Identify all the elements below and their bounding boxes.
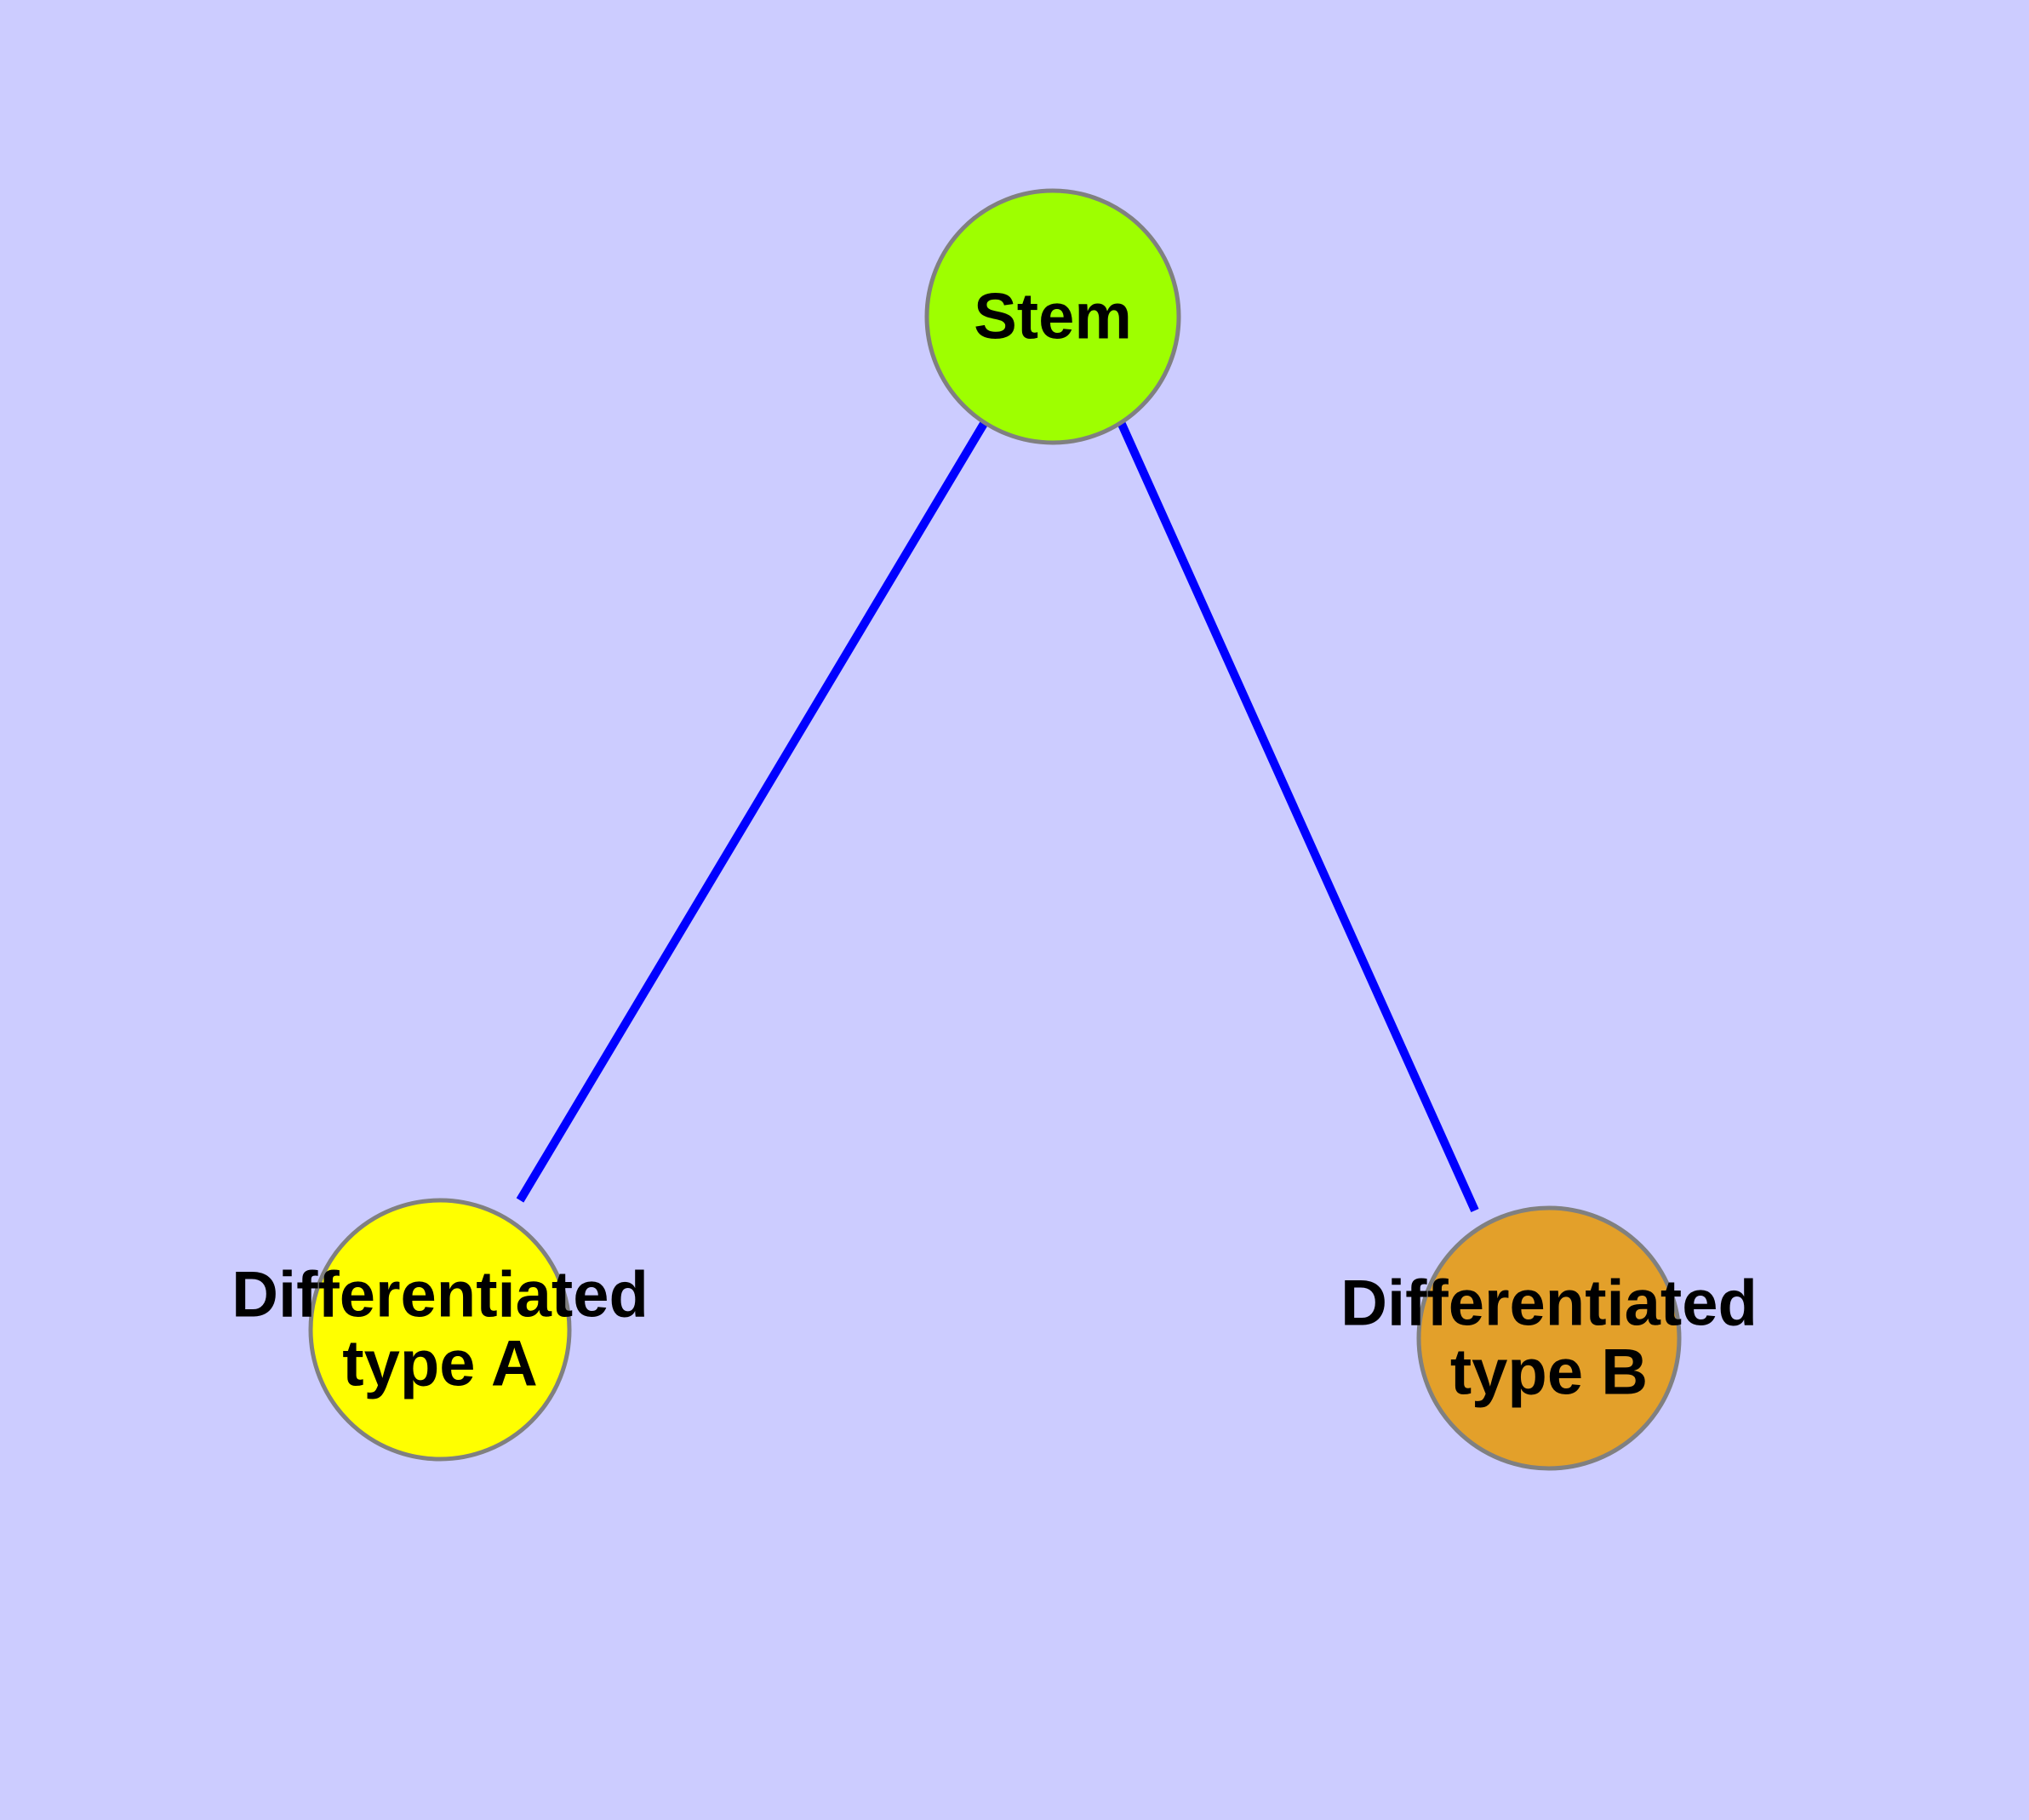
node-layer	[308, 188, 1682, 1471]
node-differentiated-type-b[interactable]	[1416, 1205, 1682, 1471]
node-stem[interactable]	[924, 188, 1181, 445]
node-differentiated-type-a[interactable]	[308, 1198, 572, 1462]
edge-stem-to-diff-b[interactable]	[1117, 420, 1479, 1213]
edge-layer	[516, 420, 1479, 1213]
edge-stem-to-diff-a[interactable]	[516, 420, 989, 1203]
